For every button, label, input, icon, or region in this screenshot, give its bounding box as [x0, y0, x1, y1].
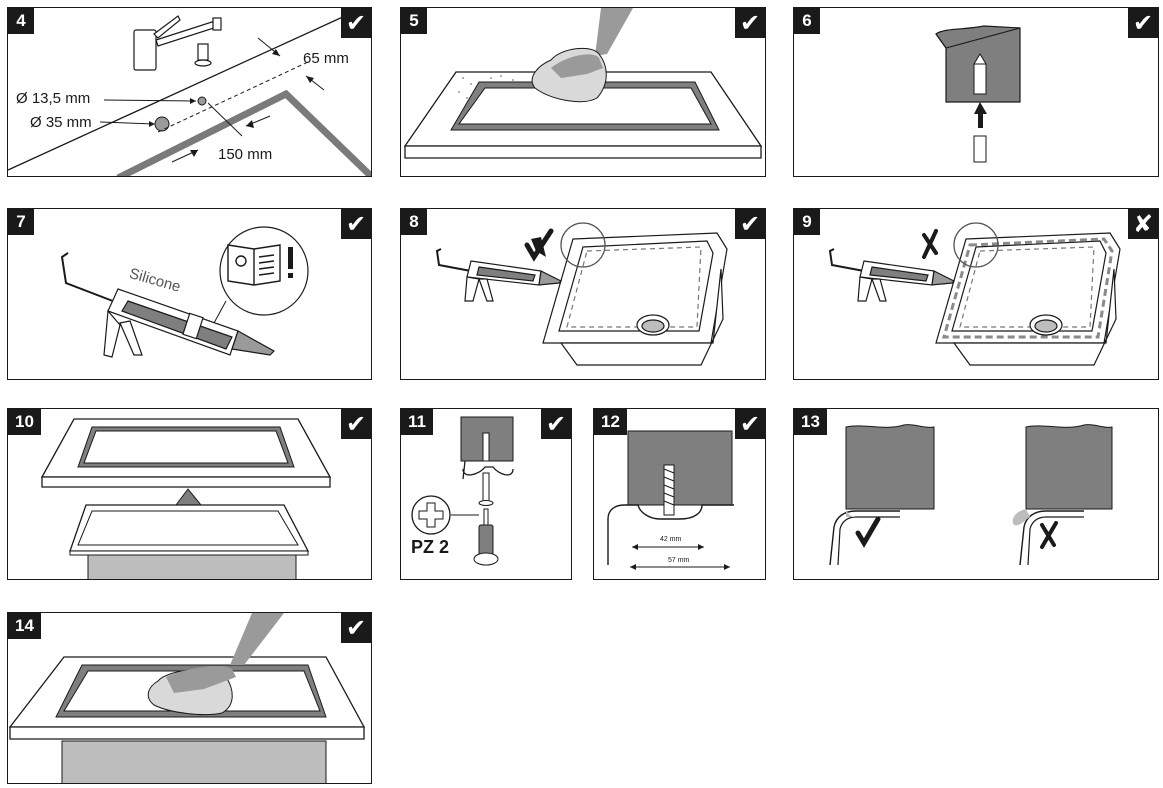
- step-12-panel: 12 ✔ 42 mm 57 mm: [593, 408, 766, 580]
- step-number: 4: [8, 8, 34, 34]
- label-pz2: PZ 2: [411, 537, 450, 557]
- step-8-illustration: [435, 222, 728, 366]
- cross-icon: ✘: [1128, 209, 1158, 239]
- step-4-panel: 4 ✔ 65 mm Ø: [7, 7, 372, 177]
- step-5-panel: 5 ✔: [400, 7, 766, 177]
- step-5-illustration: [403, 8, 763, 159]
- step-6-illustration: [935, 25, 1021, 163]
- check-icon: ✔: [735, 409, 765, 439]
- step-number: 10: [8, 409, 41, 435]
- step-7-illustration: [60, 226, 309, 358]
- manual-icon: [227, 244, 281, 286]
- check-icon: ✔: [1128, 8, 1158, 38]
- step-7-panel: 7 ✔ Silicone: [7, 208, 372, 380]
- check-icon: ✔: [341, 209, 371, 239]
- check-icon: ✔: [341, 613, 371, 643]
- caulking-gun-icon: [435, 248, 563, 302]
- step-14-panel: 14 ✔: [7, 612, 372, 784]
- step-number: 7: [8, 209, 34, 235]
- label-hole-small: Ø 13,5 mm: [16, 90, 91, 107]
- check-icon: ✔: [735, 8, 765, 38]
- hand-icon: [531, 8, 633, 103]
- step-number: 6: [794, 8, 820, 34]
- phillips-bit-icon: [411, 495, 479, 535]
- step-number: 14: [8, 613, 41, 639]
- hand-icon: [147, 613, 284, 716]
- step-number: 11: [401, 409, 433, 435]
- step-4-illustration: [8, 9, 371, 176]
- check-icon: ✔: [341, 409, 371, 439]
- caulking-gun-icon: [60, 252, 275, 358]
- label-hole-large: Ø 35 mm: [30, 114, 92, 131]
- label-57mm: 57 mm: [668, 557, 690, 564]
- check-icon: ✔: [341, 8, 371, 38]
- step-number: 12: [594, 409, 627, 435]
- step-8-panel: 8 ✔: [400, 208, 766, 380]
- label-42mm: 42 mm: [660, 536, 682, 543]
- step-12-illustration: [607, 430, 734, 570]
- step-11-panel: 11 ✔ PZ 2: [400, 408, 572, 580]
- check-icon: [855, 516, 881, 548]
- step-number: 13: [794, 409, 827, 435]
- step-6-panel: 6 ✔: [793, 7, 1159, 177]
- step-9-illustration: [828, 222, 1121, 366]
- warning-icon: [288, 247, 293, 278]
- check-icon: ✔: [541, 409, 571, 439]
- step-10-panel: 10 ✔: [7, 408, 372, 580]
- step-11-illustration: [411, 416, 514, 566]
- label-150mm: 150 mm: [218, 146, 273, 163]
- step-10-illustration: [40, 418, 332, 579]
- check-icon: ✔: [735, 209, 765, 239]
- step-number: 8: [401, 209, 427, 235]
- caulking-gun-icon: [828, 248, 956, 302]
- step-9-panel: 9 ✘: [793, 208, 1159, 380]
- tap-icon: [133, 15, 222, 71]
- cross-icon: [1040, 521, 1058, 549]
- step-14-illustration: [8, 613, 366, 783]
- step-13-panel: 13: [793, 408, 1159, 580]
- step-number: 9: [794, 209, 820, 235]
- label-65mm: 65 mm: [303, 50, 349, 67]
- step-13-illustration: [829, 424, 1113, 566]
- step-number: 5: [401, 8, 427, 34]
- arrow-up-icon: [974, 102, 987, 128]
